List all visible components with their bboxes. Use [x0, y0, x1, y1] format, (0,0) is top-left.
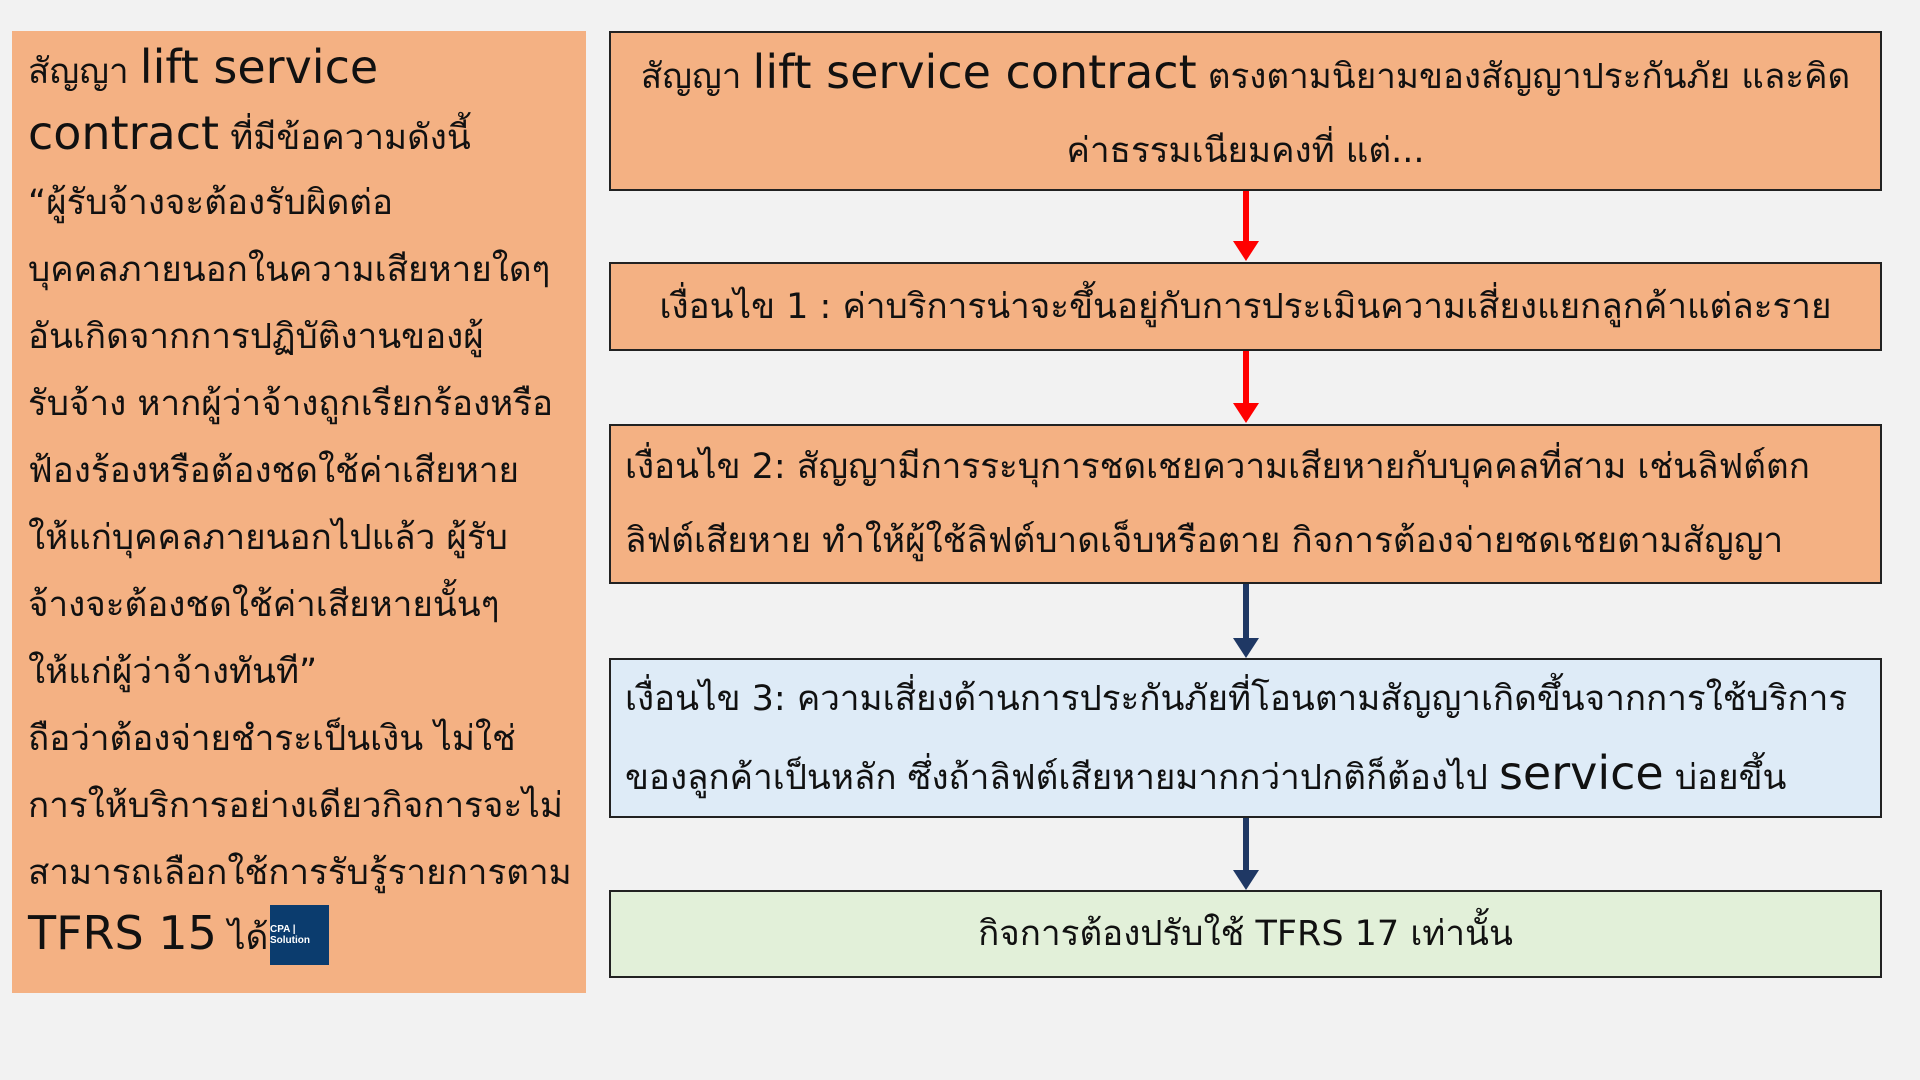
left-line: รับจ้าง หากผู้ว่าจ้างถูกเรียกร้องหรือ — [28, 384, 554, 424]
text: ของลูกค้าเป็นหลัก ซึ่งถ้าลิฟต์เสียหายมาก… — [625, 757, 1499, 798]
arrow-down-icon — [1233, 818, 1259, 890]
text: lift service — [139, 40, 379, 94]
left-line: สัญญา lift service — [28, 44, 378, 94]
text: บ่อยขึ้น — [1663, 757, 1787, 798]
box-line: เงื่อนไข 1 : ค่าบริการน่าจะขึ้นอยู่กับกา… — [659, 286, 1832, 327]
box-line: กิจการต้องปรับใช้ TFRS 17 เท่านั้น — [978, 914, 1513, 954]
box-line: สัญญา lift service contract ตรงตามนิยามข… — [611, 35, 1880, 114]
arrow-down-icon — [1233, 584, 1259, 658]
left-line: ให้แก่บุคคลภายนอกไปแล้ว ผู้รับ — [28, 518, 508, 558]
left-line: จ้างจะต้องชดใช้ค่าเสียหายนั้นๆ — [28, 585, 500, 625]
left-line: “ผู้รับจ้างจะต้องรับผิดต่อ — [28, 183, 394, 223]
text: ที่มีข้อความดังนี้ — [219, 118, 471, 158]
left-line: ให้แก่ผู้ว่าจ้างทันที” — [28, 652, 318, 692]
left-line: การให้บริการอย่างเดียวกิจการจะไม่ — [28, 786, 563, 826]
text: contract — [28, 106, 220, 160]
text: TFRS 15 — [28, 906, 217, 960]
left-line: contract ที่มีข้อความดังนี้ — [28, 110, 471, 160]
left-line: บุคคลภายนอกในความเสียหายใดๆ — [28, 250, 551, 290]
left-line: ฟ้องร้องหรือต้องชดใช้ค่าเสียหาย — [28, 451, 519, 491]
flow-box-contract: สัญญา lift service contract ตรงตามนิยามข… — [609, 31, 1882, 191]
text: สัญญา — [28, 52, 140, 92]
flow-box-condition-1: เงื่อนไข 1 : ค่าบริการน่าจะขึ้นอยู่กับกา… — [609, 262, 1882, 351]
flow-box-conclusion: กิจการต้องปรับใช้ TFRS 17 เท่านั้น — [609, 890, 1882, 978]
left-line: สามารถเลือกใช้การรับรู้รายการตาม — [28, 853, 572, 893]
text: lift service contract — [752, 44, 1197, 99]
text: สัญญา — [640, 56, 753, 97]
text: ได้ — [216, 918, 269, 958]
flow-box-condition-2: เงื่อนไข 2: สัญญามีการระบุการชดเชยความเส… — [609, 424, 1882, 584]
arrow-down-icon — [1233, 351, 1259, 423]
box-line: เงื่อนไข 2: สัญญามีการระบุการชดเชยความเส… — [625, 447, 1810, 487]
text: service — [1498, 745, 1664, 800]
cpa-solution-logo: CPA | Solution — [270, 905, 329, 965]
box-line: ลิฟต์เสียหาย ทำให้ผู้ใช้ลิฟต์บาดเจ็บหรือ… — [625, 521, 1784, 561]
left-explanation-panel: สัญญา lift service contract ที่มีข้อความ… — [12, 31, 586, 993]
flow-box-condition-3: เงื่อนไข 3: ความเสี่ยงด้านการประกันภัยที… — [609, 658, 1882, 818]
arrow-down-icon — [1233, 191, 1259, 261]
left-line: TFRS 15 ได้ — [28, 910, 269, 960]
text: ตรงตามนิยามของสัญญาประกันภัย และคิด — [1196, 56, 1851, 97]
left-line: อันเกิดจากการปฏิบัติงานของผู้ — [28, 317, 484, 357]
left-line: ถือว่าต้องจ่ายชำระเป็นเงิน ไม่ใช่ — [28, 719, 516, 759]
box-line: ค่าธรรมเนียมคงที่ แต่... — [1066, 130, 1425, 171]
box-line: ของลูกค้าเป็นหลัก ซึ่งถ้าลิฟต์เสียหายมาก… — [611, 736, 1880, 815]
box-line: เงื่อนไข 3: ความเสี่ยงด้านการประกันภัยที… — [625, 678, 1848, 719]
